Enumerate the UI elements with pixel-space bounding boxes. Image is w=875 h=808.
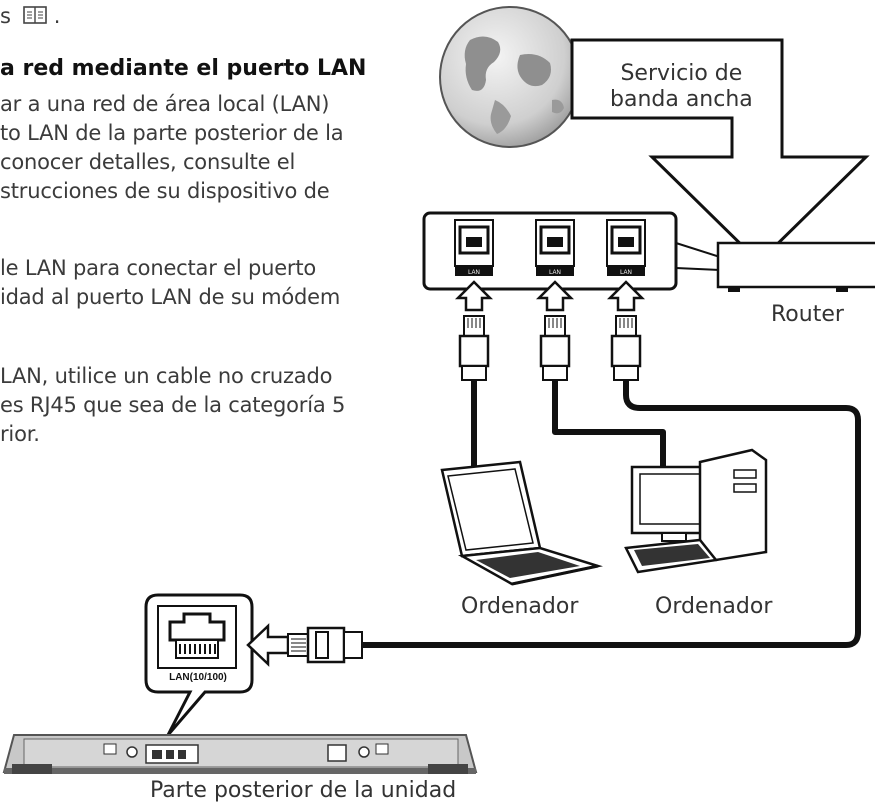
lan-plug-icon [539, 315, 571, 381]
lan-plug-icon [458, 315, 490, 381]
unit-lan-callout [144, 593, 254, 736]
left-arrow-icon [246, 623, 290, 667]
unit-port-label: LAN(10/100) [169, 672, 227, 683]
text-line: strucciones de su dispositivo de [0, 179, 330, 203]
manual-book-icon [23, 4, 48, 33]
text-line: to LAN de la parte posterior de la [0, 121, 344, 145]
section-heading: a red mediante el puerto LAN [0, 56, 367, 81]
up-arrow-icon [454, 280, 494, 312]
desktop-computer-icon [624, 448, 768, 574]
unit-rear-panel-icon [2, 734, 478, 774]
laptop-icon [440, 460, 603, 586]
text-line: ar a una red de área local (LAN) [0, 92, 330, 116]
text-line: es RJ45 que sea de la categoría 5 [0, 393, 346, 417]
internet-label-line: Servicio de [620, 61, 743, 86]
internet-globe-icon [439, 6, 581, 148]
unit-label: Parte posterior de la unidad [150, 778, 457, 803]
internet-label: Servicio de banda ancha [610, 61, 753, 113]
lan-plug-icon [287, 626, 363, 664]
router-lan-port-3 [606, 219, 646, 276]
text-line: le LAN para conectar el puerto [0, 256, 317, 280]
router-lan-port-2 [535, 219, 575, 276]
up-arrow-icon [606, 280, 646, 312]
broadband-arrow-icon [570, 38, 870, 265]
text-line: idad al puerto LAN de su módem [0, 285, 341, 309]
up-arrow-icon [535, 280, 575, 312]
top-fragment: s . [0, 2, 60, 33]
cable-to-unit [362, 380, 861, 648]
text-line: rior. [0, 422, 40, 446]
cable-to-desktop [552, 380, 666, 468]
router-port-label: LAN [549, 270, 561, 276]
router-label: Router [771, 302, 844, 327]
computer-label: Ordenador [655, 594, 773, 619]
router-device-icon [716, 241, 875, 292]
text-line: LAN, utilice un cable no cruzado [0, 364, 333, 388]
lan-plug-icon [610, 315, 642, 381]
router-port-label: LAN [620, 270, 632, 276]
router-port-label: LAN [468, 270, 480, 276]
computer-label: Ordenador [461, 594, 579, 619]
text-line: conocer detalles, consulte el [0, 150, 296, 174]
internet-label-line: banda ancha [610, 87, 753, 112]
router-lan-port-1 [454, 219, 494, 276]
